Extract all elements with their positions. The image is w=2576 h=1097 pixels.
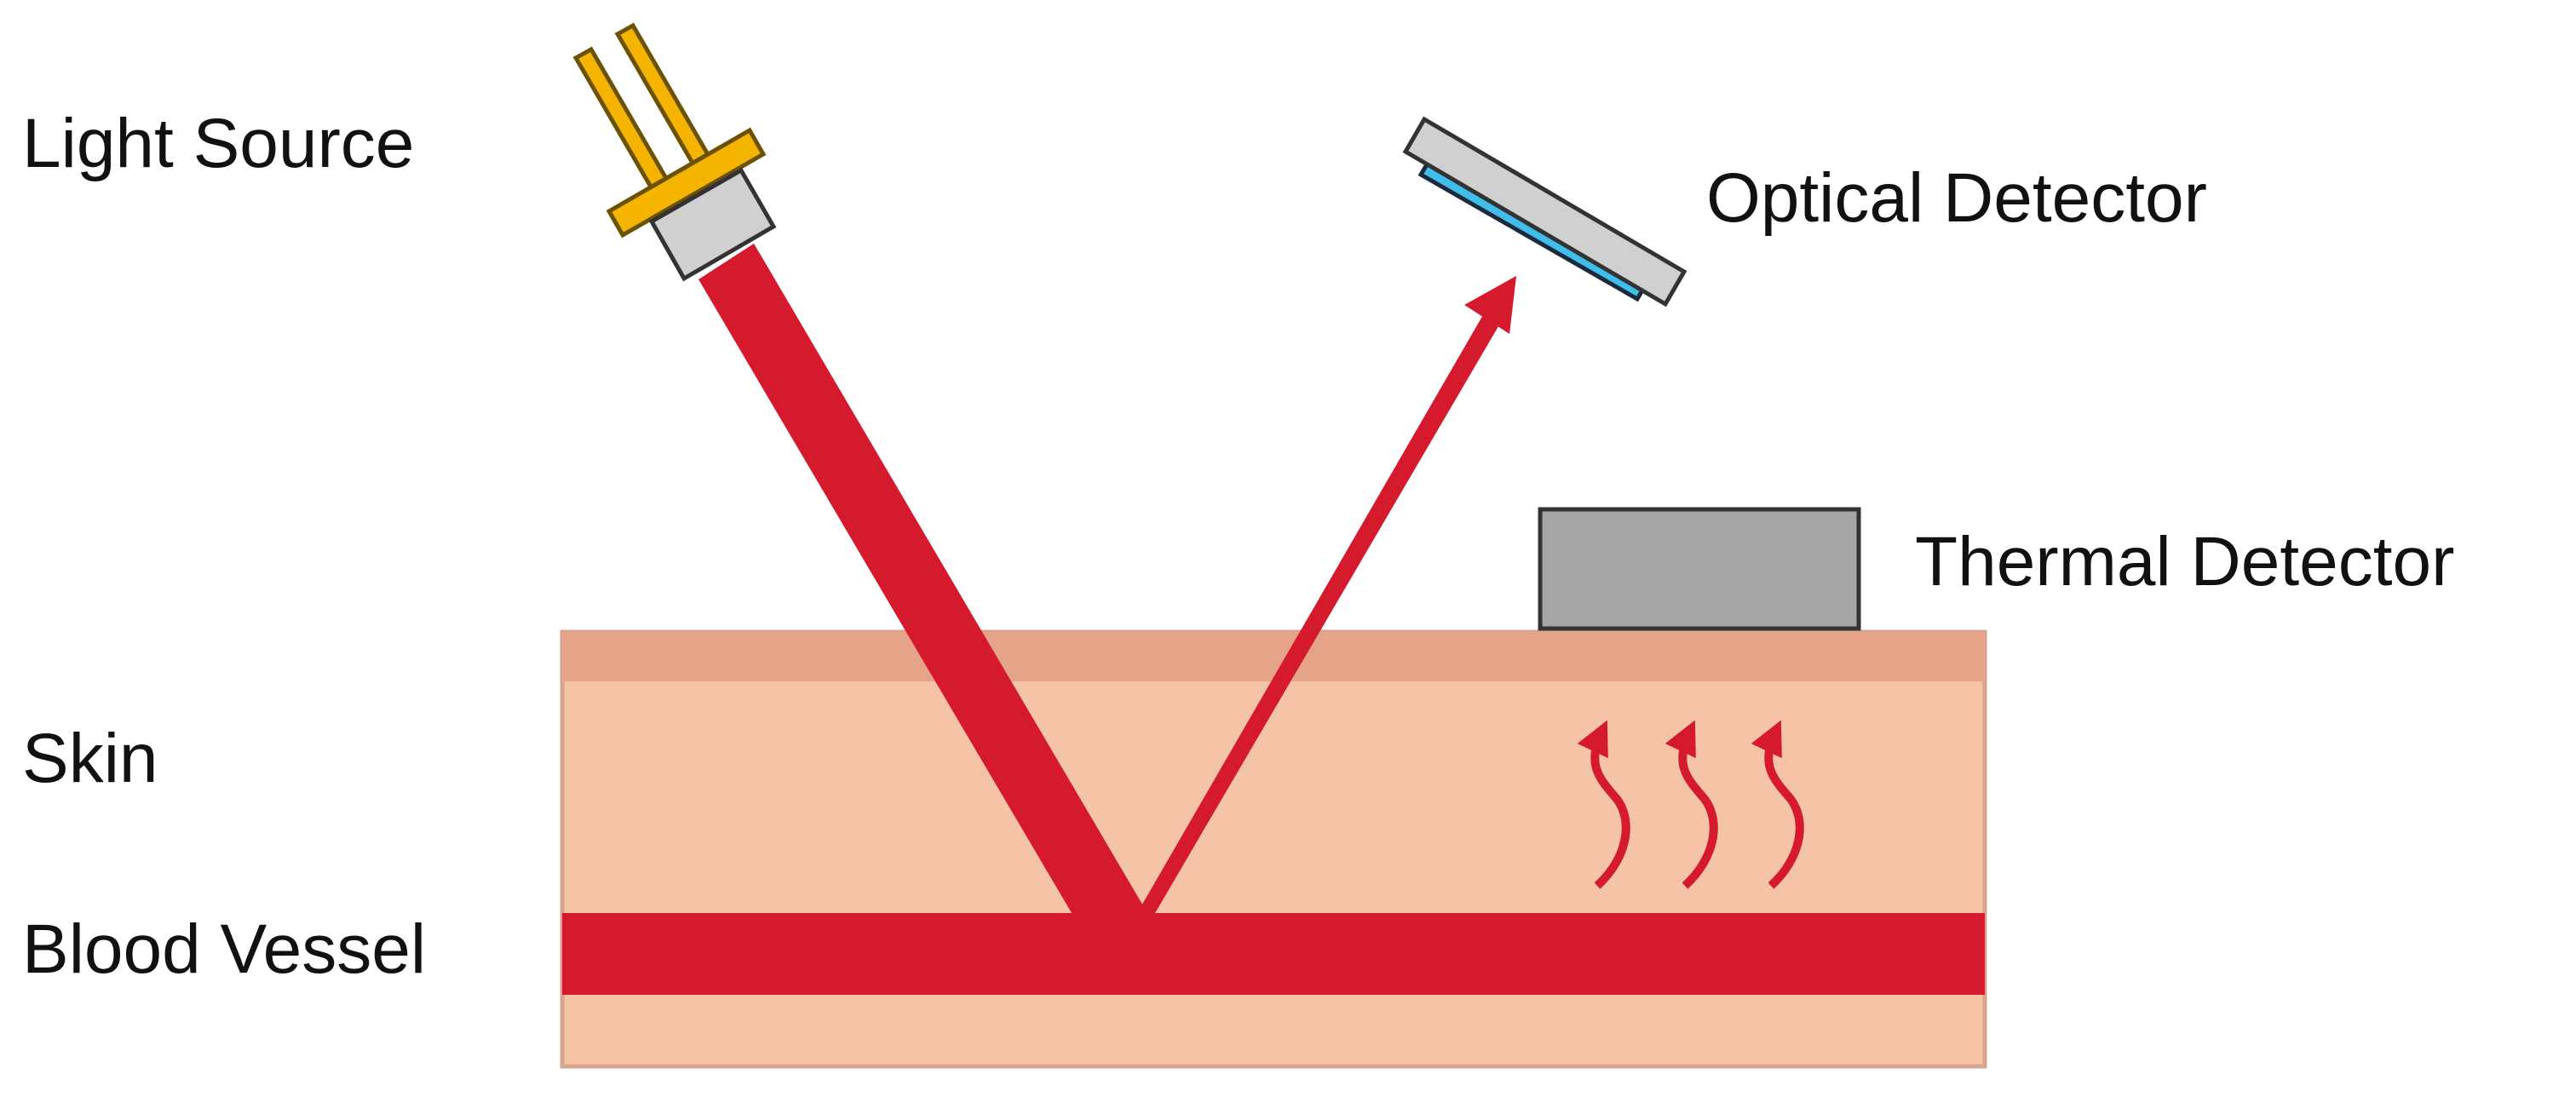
- label-light-source: Light Source: [22, 105, 414, 182]
- heat-arrow-2: [1665, 720, 1718, 889]
- label-skin: Skin: [22, 720, 158, 797]
- heat-arrow-3: [1751, 720, 1804, 889]
- optical-detector-device: [1402, 116, 1688, 307]
- heat-arrow-1: [1577, 720, 1630, 889]
- incident-light-beam: [699, 244, 1147, 913]
- label-blood-vessel: Blood Vessel: [22, 910, 426, 988]
- reflected-light-shaft: [1137, 313, 1501, 913]
- led-flange: [606, 127, 767, 238]
- reflected-light-arrowhead: [1464, 276, 1516, 334]
- led-body: [648, 167, 777, 282]
- label-thermal-detector: Thermal Detector: [1915, 523, 2454, 600]
- reflected-light-arrow: [1137, 276, 1516, 913]
- skin-surface-layer: [562, 632, 1985, 681]
- thermal-detector-device: [1538, 507, 1861, 631]
- heat-flow-arrows: [1577, 720, 1804, 889]
- light-source-led: [572, 22, 777, 282]
- blood-vessel: [562, 913, 1985, 995]
- optical-detector-body: [1402, 116, 1688, 307]
- label-optical-detector: Optical Detector: [1706, 159, 2207, 237]
